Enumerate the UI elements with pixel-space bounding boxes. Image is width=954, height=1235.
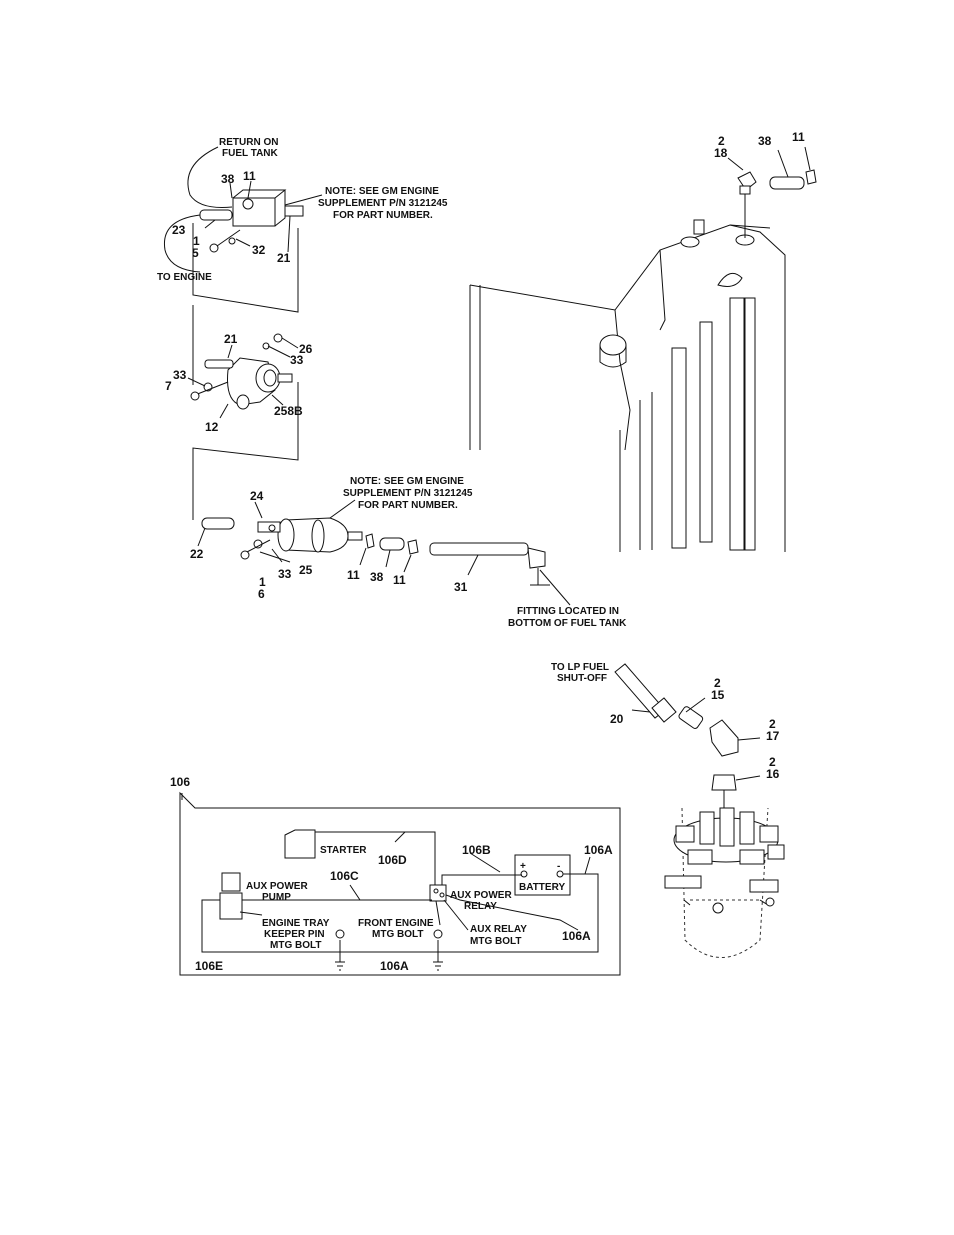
callout-22: 22 — [190, 547, 204, 561]
note-gm-2-l3: FOR PART NUMBER. — [358, 500, 458, 511]
callout-7: 7 — [165, 379, 172, 393]
note-gm-2-l2: SUPPLEMENT P/N 3121245 — [343, 488, 473, 499]
label-106a-top: 106A — [584, 843, 613, 857]
label-106a-right: 106A — [562, 929, 591, 943]
label-106c: 106C — [330, 869, 359, 883]
callout-33: 33 — [278, 567, 292, 581]
callout-numbers: 38 11 23 1 5 32 21 21 26 33 33 7 258B 12… — [165, 130, 805, 781]
callout-11: 11 — [243, 169, 256, 183]
label-aux-relay-mtg-l2: MTG BOLT — [470, 936, 521, 947]
note-fitting-l2: BOTTOM OF FUEL TANK — [508, 618, 627, 629]
tank-top-fittings — [727, 146, 817, 238]
connection-line-2 — [192, 305, 299, 520]
callout-26: 26 — [299, 342, 313, 356]
callout-32: 32 — [252, 243, 266, 257]
callout-23: 23 — [172, 223, 186, 237]
lp-fuel-fittings — [614, 663, 761, 825]
note-gm-1-l2: SUPPLEMENT P/N 3121245 — [318, 198, 448, 209]
label-aux-power-relay-l2: RELAY — [464, 901, 497, 912]
annotation-labels: RETURN ON FUEL TANK TO ENGINE NOTE: SEE … — [157, 137, 627, 684]
callout-12: 12 — [205, 420, 219, 434]
mid-valve-assembly — [187, 333, 299, 419]
label-106e: 106E — [195, 959, 223, 973]
label-aux-power-pump-l1: AUX POWER — [246, 881, 308, 892]
callout-17: 17 — [766, 729, 780, 743]
label-front-engine-l2: MTG BOLT — [372, 929, 423, 940]
label-starter: STARTER — [320, 845, 367, 856]
callout-21: 21 — [277, 251, 291, 265]
label-battery: BATTERY — [519, 882, 565, 893]
callout-5: 5 — [192, 246, 199, 260]
callout-18: 18 — [714, 146, 728, 160]
callout-16: 16 — [766, 767, 780, 781]
note-gm-2-l1: NOTE: SEE GM ENGINE — [350, 476, 464, 487]
note-fitting-l1: FITTING LOCATED IN — [517, 606, 619, 617]
callout-38: 38 — [370, 570, 384, 584]
label-106d: 106D — [378, 853, 407, 867]
battery-plus: + — [520, 861, 526, 872]
fuel-tank — [469, 219, 786, 552]
callout-2: 2 — [718, 134, 725, 148]
note-gm-1-l1: NOTE: SEE GM ENGINE — [325, 186, 439, 197]
callout-20: 20 — [610, 712, 624, 726]
note-gm-1-l3: FOR PART NUMBER. — [333, 210, 433, 221]
callout-258b: 258B — [274, 404, 303, 418]
label-engine-tray-l2: KEEPER PIN — [264, 929, 325, 940]
callout-11: 11 — [347, 568, 360, 582]
callout-38: 38 — [758, 134, 772, 148]
callout-2: 2 — [714, 676, 721, 690]
callout-2: 2 — [769, 717, 776, 731]
upper-fuel-valve — [163, 146, 323, 273]
label-engine-tray-l1: ENGINE TRAY — [262, 918, 330, 929]
label-aux-power-relay-l1: AUX POWER — [450, 890, 512, 901]
lower-fuel-filter — [197, 499, 571, 606]
callout-1: 1 — [193, 234, 200, 248]
wiring-diagram — [179, 791, 621, 976]
callout-33: 33 — [290, 353, 304, 367]
connection-line-1 — [192, 223, 299, 313]
callout-25: 25 — [299, 563, 313, 577]
label-aux-power-pump-l2: PUMP — [262, 892, 291, 903]
callout-6: 6 — [258, 587, 265, 601]
label-aux-relay-mtg-l1: AUX RELAY — [470, 924, 527, 935]
callout-11: 11 — [792, 130, 805, 144]
note-to-engine: TO ENGINE — [157, 272, 212, 283]
label-106a-bottom: 106A — [380, 959, 409, 973]
lp-tank — [664, 807, 785, 958]
callout-2: 2 — [769, 755, 776, 769]
label-front-engine-l1: FRONT ENGINE — [358, 918, 434, 929]
label-106b: 106B — [462, 843, 491, 857]
callout-15: 15 — [711, 688, 725, 702]
callout-1: 1 — [259, 575, 266, 589]
wiring-labels: 106 STARTER 106D 106B 106A + - BATTERY 1… — [170, 775, 613, 973]
callout-11: 11 — [393, 573, 406, 587]
wiring-title: 106 — [170, 775, 190, 789]
callout-21: 21 — [224, 332, 238, 346]
callout-31: 31 — [454, 580, 468, 594]
battery-minus: - — [557, 861, 560, 872]
callout-33: 33 — [173, 368, 187, 382]
callout-38: 38 — [221, 172, 235, 186]
note-return-fuel-tank-l1: RETURN ON — [219, 137, 278, 148]
callout-24: 24 — [250, 489, 264, 503]
note-lp-l1: TO LP FUEL — [551, 662, 609, 673]
note-return-fuel-tank-l2: FUEL TANK — [222, 148, 279, 159]
note-lp-l2: SHUT-OFF — [557, 673, 607, 684]
label-engine-tray-l3: MTG BOLT — [270, 940, 321, 951]
